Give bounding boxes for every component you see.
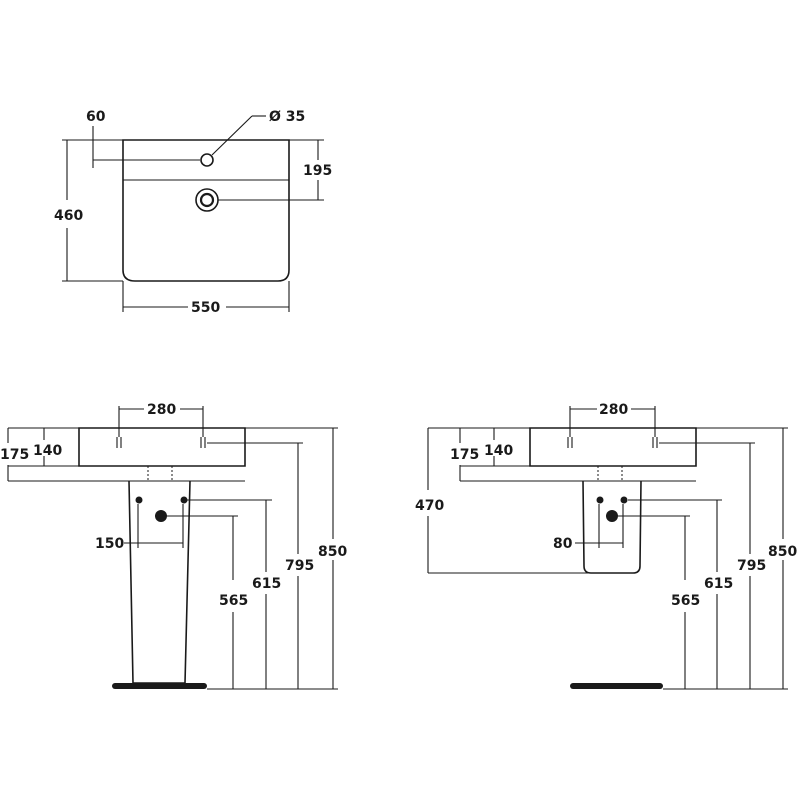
pedestal-view-foot (112, 683, 207, 689)
semi-pedestal-view: 280 470 175 140 80 565 615 795 (415, 402, 797, 690)
semi-pedestal-view-dim-470-label: 470 (415, 498, 444, 514)
pedestal-view-dim-175-label: 175 (0, 447, 29, 463)
semi-pedestal-view-dim-850-label: 850 (768, 544, 797, 560)
semi-pedestal-view-floor-marker (570, 683, 663, 689)
pedestal-view-tap-hole-right (200, 437, 206, 448)
pedestal-view-dim-795-label: 795 (285, 558, 314, 574)
semi-pedestal-view-supply-right (620, 496, 628, 504)
top-view: 60 Ø 35 460 195 550 (54, 109, 332, 316)
semi-pedestal-view-tap-hole-right (652, 437, 658, 448)
pedestal-view-dim-615-label: 615 (252, 576, 281, 592)
semi-pedestal-view-dim-140-label: 140 (484, 443, 513, 459)
pedestal-view-dim-850-label: 850 (318, 544, 347, 560)
semi-pedestal-view-dim-565-label: 565 (671, 593, 700, 609)
top-view-waste-outer (195, 188, 219, 212)
semi-pedestal-view-tap-hole-left (567, 437, 573, 448)
pedestal-view-waste-outlet (147, 465, 173, 482)
top-view-basin-outline (122, 139, 290, 282)
pedestal-view: 280 175 140 150 565 615 795 850 (0, 402, 347, 690)
top-view-dim-diameter-label: Ø 35 (269, 109, 305, 125)
top-view-dim-195-label: 195 (303, 163, 332, 179)
semi-pedestal-view-shroud (582, 480, 642, 574)
pedestal-view-dim-280-label: 280 (147, 402, 176, 418)
semi-pedestal-view-dim-80-label: 80 (553, 536, 573, 552)
pedestal-view-supply-right (180, 496, 188, 504)
top-view-dim-550-label: 550 (191, 300, 220, 316)
pedestal-view-dim-565-label: 565 (219, 593, 248, 609)
semi-pedestal-view-waste-outlet (597, 465, 623, 482)
pedestal-view-dim-150-label: 150 (95, 536, 124, 552)
semi-pedestal-view-basin-outline (529, 427, 697, 467)
semi-pedestal-view-dim-175-label: 175 (450, 447, 479, 463)
semi-pedestal-view-waste-point (606, 510, 618, 522)
pedestal-view-dim-140-label: 140 (33, 443, 62, 459)
pedestal-view-waste-point (155, 510, 167, 522)
semi-pedestal-view-supply-left (596, 496, 604, 504)
semi-pedestal-view-dim-280-label: 280 (599, 402, 628, 418)
pedestal-view-supply-left (135, 496, 143, 504)
top-view-tap-hole (200, 153, 214, 167)
semi-pedestal-view-dim-795-label: 795 (737, 558, 766, 574)
pedestal-view-tap-hole-left (116, 437, 122, 448)
top-view-dim-60-label: 60 (86, 109, 106, 125)
semi-pedestal-view-dim-615-label: 615 (704, 576, 733, 592)
top-view-dim-460-label: 460 (54, 208, 83, 224)
pedestal-view-basin-outline (78, 427, 246, 467)
top-view-waste-inner (199, 192, 215, 208)
top-view-leader (211, 115, 253, 156)
